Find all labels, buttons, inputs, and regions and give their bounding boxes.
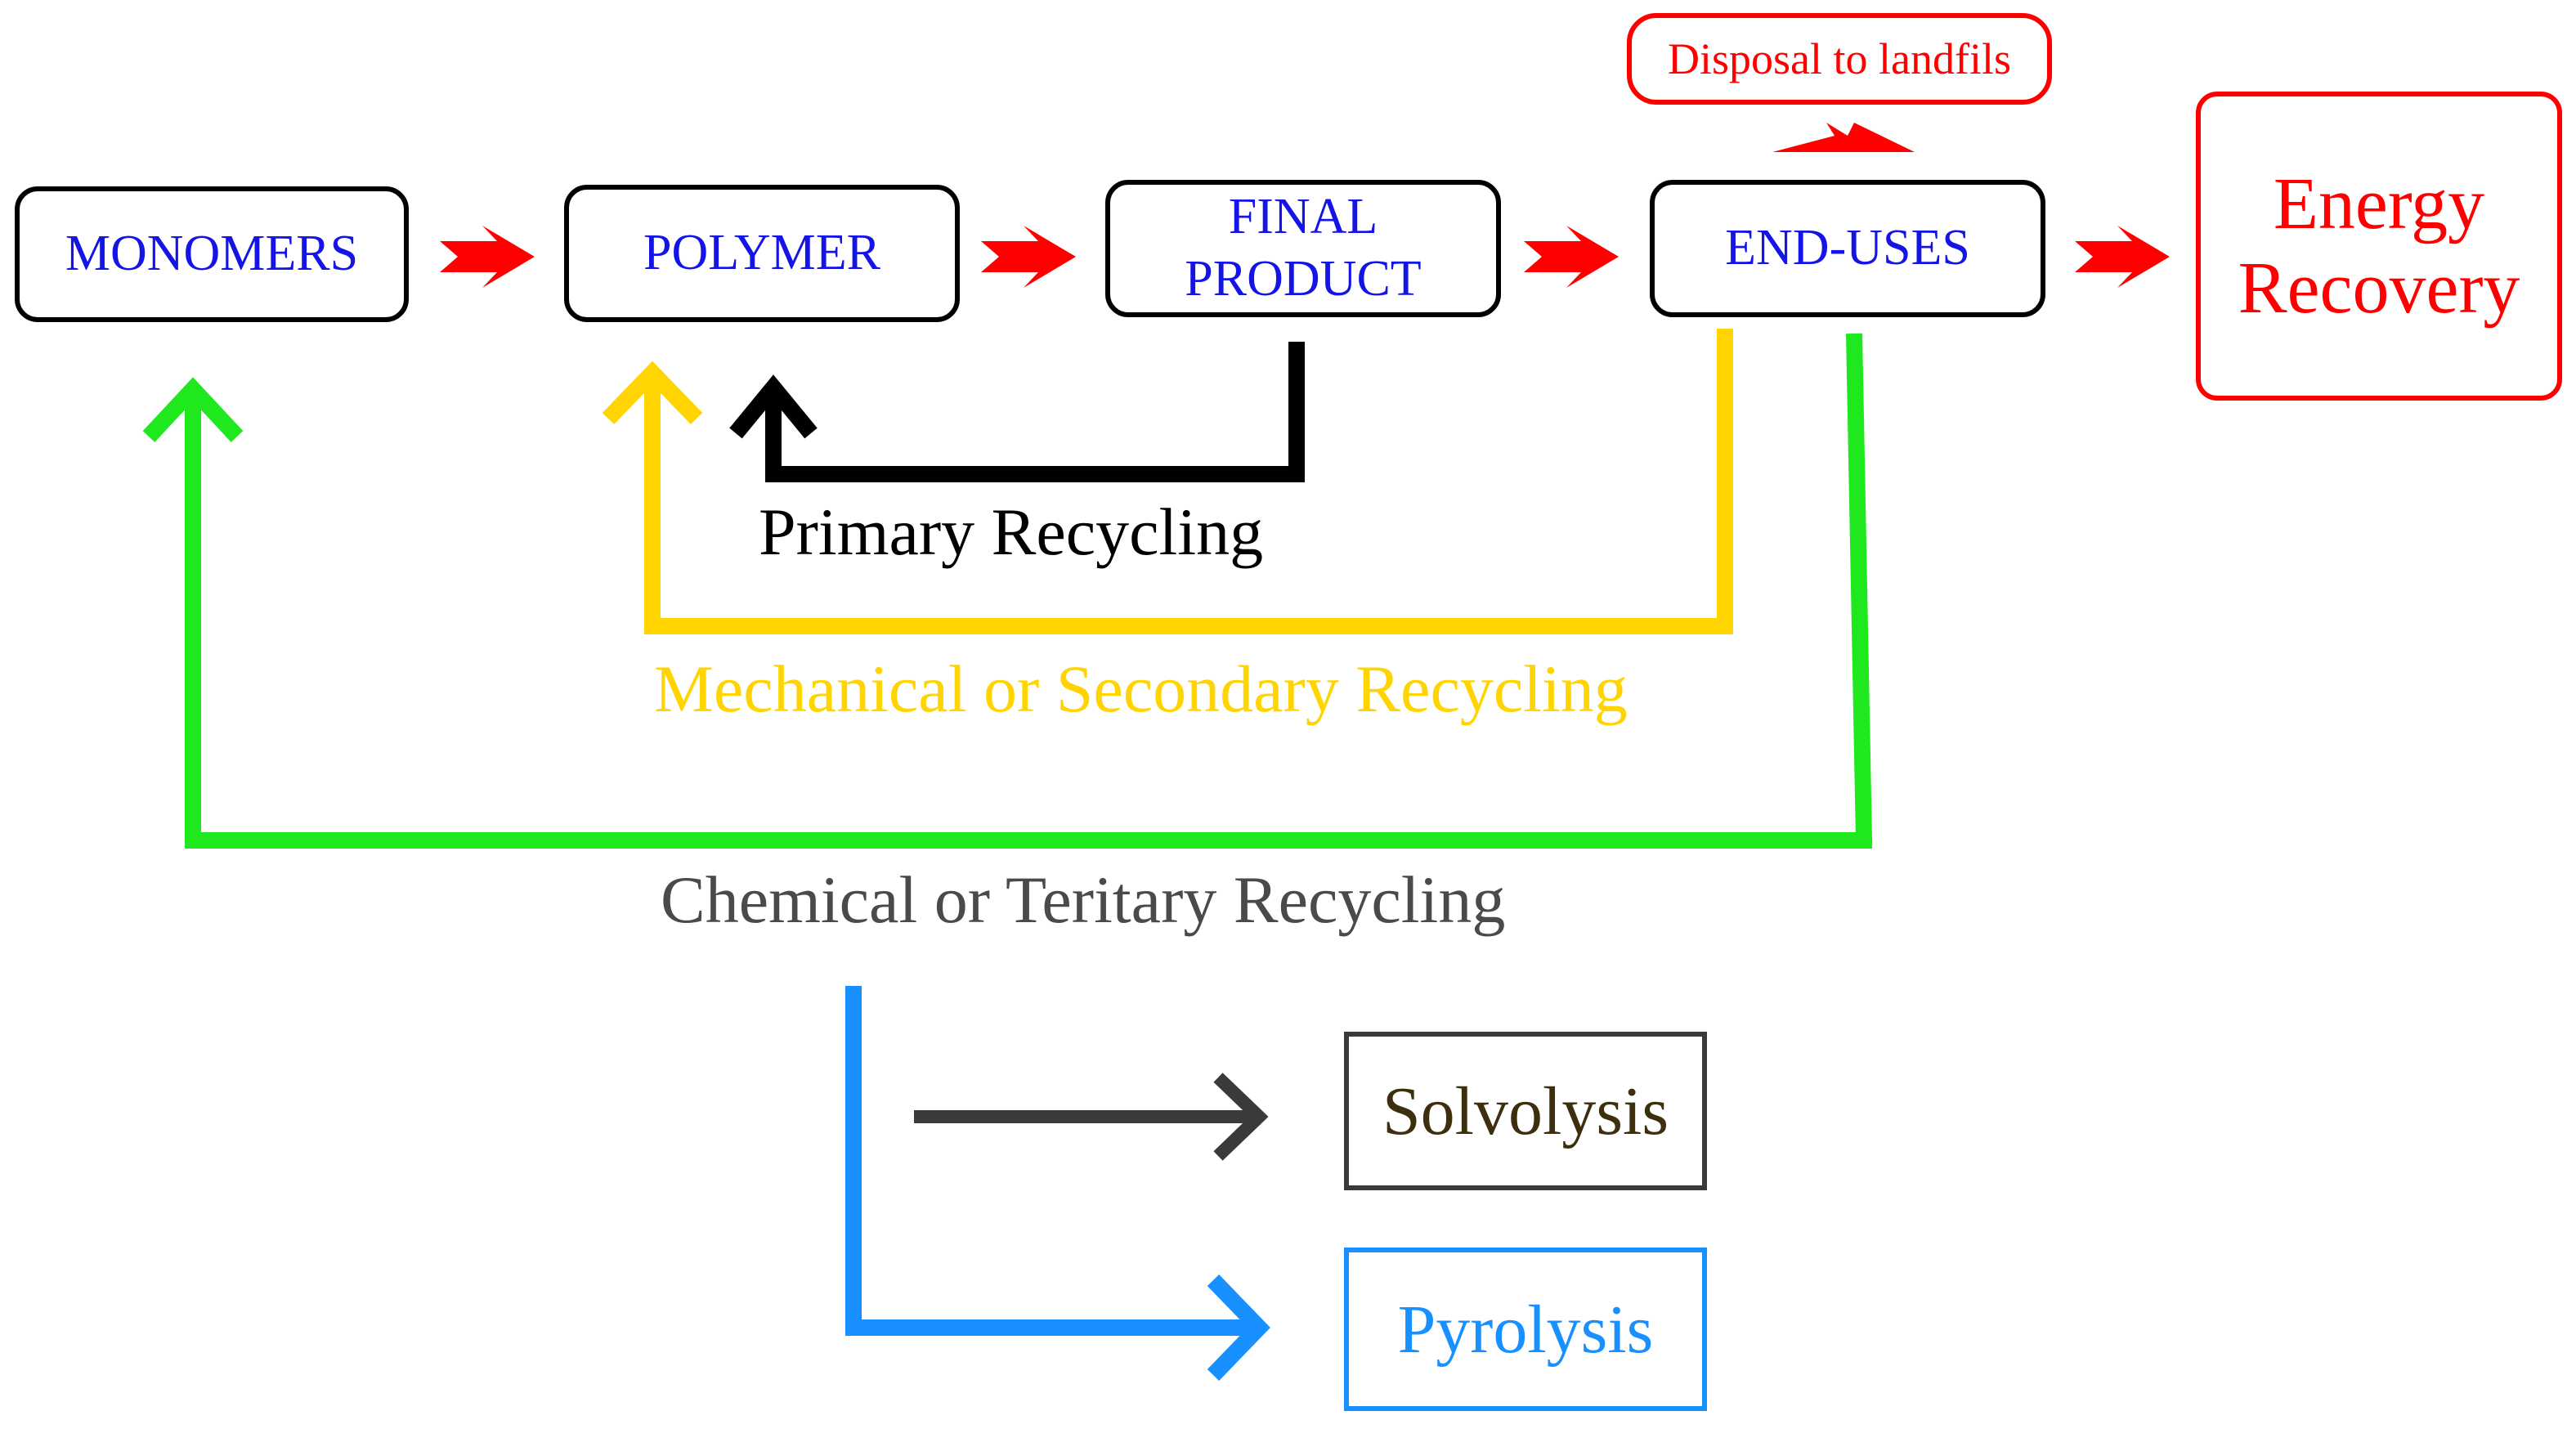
end-uses-label: END-USES <box>1725 220 1970 276</box>
pyrolysis-arrowhead <box>1207 1274 1270 1381</box>
solvolysis-arrowhead <box>1213 1073 1269 1161</box>
primary-recycling-label: Primary Recycling <box>759 495 1264 569</box>
polymer-box: POLYMER <box>564 185 960 322</box>
landfill-disposal-label: Disposal to landfils <box>1668 34 2011 83</box>
solvolysis-branch <box>914 1073 1269 1161</box>
secondary-recycling-label: Mechanical or Secondary Recycling <box>654 652 1628 726</box>
energy-recovery-box: Energy Recovery <box>2196 92 2562 401</box>
solvolysis-box: Solvolysis <box>1344 1032 1707 1190</box>
landfill-disposal-box: Disposal to landfils <box>1627 13 2052 105</box>
tertiary-loop-arrowhead <box>142 377 244 442</box>
polymer-label: POLYMER <box>643 225 881 281</box>
flow-arrow-polymer-product <box>981 226 1076 288</box>
energy-recovery-label-line2: Recovery <box>2238 248 2520 329</box>
tertiary-recycling-loop <box>142 333 1873 849</box>
pyrolysis-branch-line <box>845 986 1259 1336</box>
flow-arrow-enduses-energy <box>2075 226 2170 288</box>
pyrolysis-label: Pyrolysis <box>1397 1291 1654 1368</box>
secondary-loop-arrowhead <box>602 361 703 424</box>
primary-loop-arrowhead <box>729 374 818 439</box>
flow-arrows <box>440 123 2170 288</box>
secondary-recycling-loop <box>602 329 1733 634</box>
pyrolysis-branch <box>845 986 1270 1381</box>
monomers-box: MONOMERS <box>15 186 409 322</box>
final-product-box: FINAL PRODUCT <box>1105 180 1501 317</box>
end-uses-box: END-USES <box>1650 180 2045 317</box>
primary-recycling-loop <box>729 342 1305 482</box>
flow-arrow-product-enduses <box>1524 226 1619 288</box>
energy-recovery-label-line1: Energy <box>2273 163 2485 244</box>
monomers-label: MONOMERS <box>65 226 359 282</box>
solvolysis-label: Solvolysis <box>1382 1073 1669 1149</box>
final-product-label-line1: FINAL <box>1228 189 1378 245</box>
final-product-label-line2: PRODUCT <box>1185 251 1422 307</box>
pyrolysis-box: Pyrolysis <box>1344 1248 1707 1411</box>
flow-arrow-monomers-polymer <box>440 226 535 288</box>
secondary-loop-line <box>644 329 1733 634</box>
tertiary-recycling-label: Chemical or Teritary Recycling <box>661 862 1506 937</box>
flow-arrow-enduses-landfill <box>1772 123 1915 152</box>
tertiary-loop-line <box>185 333 1873 849</box>
primary-loop-line <box>765 342 1305 482</box>
